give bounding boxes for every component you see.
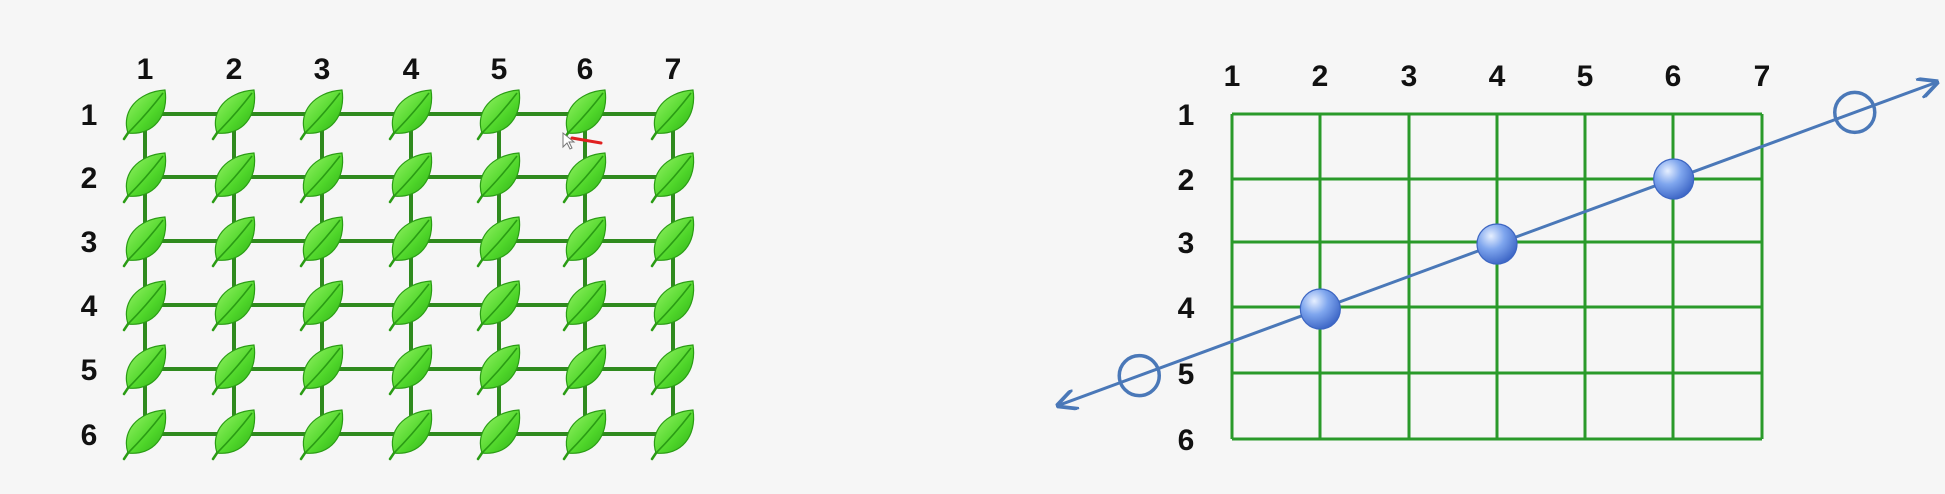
leaf-icon [211, 152, 256, 204]
lattice-column-label: 2 [226, 53, 243, 86]
grid-column-label: 1 [1224, 60, 1241, 93]
leaf-icon [211, 89, 256, 141]
grid-row-label: 4 [1178, 292, 1195, 325]
grid-row-label: 1 [1178, 99, 1195, 132]
lattice-column-label: 4 [403, 53, 420, 86]
lattice-column-label: 1 [137, 53, 154, 86]
pointer-cursor-icon [562, 131, 603, 150]
lattice-column-label: 7 [665, 53, 682, 86]
leaf-icon [650, 280, 695, 332]
leaf-icon [562, 344, 607, 396]
grid-column-label: 6 [1665, 60, 1682, 93]
leaf-icon [476, 152, 521, 204]
leaf-lattice-diagram: 1 2 3 4 5 6 7 1 2 3 4 5 6 [81, 53, 695, 461]
grid-row-label: 3 [1178, 227, 1195, 260]
leaf-icon [562, 216, 607, 268]
lattice-row-labels: 1 2 3 4 5 6 [81, 99, 98, 452]
leaf-icon [122, 280, 167, 332]
lattice-column-label: 6 [577, 53, 594, 86]
leaf-icon [211, 216, 256, 268]
leaf-icon [299, 409, 344, 461]
grid-row-labels: 1 2 3 4 5 6 [1178, 99, 1195, 457]
lattice-row-label: 5 [81, 354, 98, 387]
leaf-icon [650, 409, 695, 461]
leaf-icon [650, 152, 695, 204]
grid-row-label: 2 [1178, 164, 1195, 197]
grid-column-label: 3 [1401, 60, 1418, 93]
leaf-icon [650, 344, 695, 396]
leaf-icon [476, 216, 521, 268]
leaf-icon [562, 89, 607, 141]
leaf-icon [562, 152, 607, 204]
leaf-icon [562, 409, 607, 461]
leaf-icon [476, 280, 521, 332]
leaf-icon [388, 216, 433, 268]
leaf-icon [650, 216, 695, 268]
filled-point-marker [1476, 223, 1518, 265]
lattice-row-label: 4 [81, 290, 98, 323]
leaf-icon [299, 216, 344, 268]
leaf-icon [388, 280, 433, 332]
grid-column-label: 5 [1577, 60, 1594, 93]
leaf-icon [476, 344, 521, 396]
leaf-icon [476, 409, 521, 461]
leaf-icon [299, 152, 344, 204]
leaf-icon [299, 89, 344, 141]
leaf-icon [211, 344, 256, 396]
lattice-row-label: 1 [81, 99, 98, 132]
leaf-icon [211, 280, 256, 332]
leaf-icon [388, 344, 433, 396]
open-point-marker [1833, 90, 1877, 135]
lattice-nodes [122, 89, 695, 461]
leaf-icon [122, 216, 167, 268]
leaf-icon [299, 280, 344, 332]
lattice-row-label: 3 [81, 226, 98, 259]
leaf-icon [122, 344, 167, 396]
leaf-icon [476, 89, 521, 141]
filled-point-marker [1299, 288, 1341, 330]
filled-point-marker [1653, 158, 1695, 200]
grid-row-label: 5 [1178, 358, 1195, 391]
leaf-icon [122, 409, 167, 461]
grid-column-label: 4 [1489, 60, 1506, 93]
lattice-row-label: 6 [81, 419, 98, 452]
leaf-icon [388, 89, 433, 141]
leaf-icon [650, 89, 695, 141]
lattice-row-label: 2 [81, 162, 98, 195]
grid-line-diagram: 1 2 3 4 5 6 7 1 2 3 4 5 6 [1060, 60, 1935, 457]
leaf-icon [299, 344, 344, 396]
leaf-icon [211, 409, 256, 461]
lattice-column-labels: 1 2 3 4 5 6 7 [137, 53, 682, 86]
line-points [1117, 90, 1877, 398]
leaf-icon [388, 409, 433, 461]
leaf-icon [122, 89, 167, 141]
lattice-column-label: 3 [314, 53, 331, 86]
open-point-marker [1117, 353, 1161, 398]
grid-column-label: 2 [1312, 60, 1329, 93]
grid-column-label: 7 [1754, 60, 1771, 93]
lattice-column-label: 5 [491, 53, 508, 86]
leaf-icon [562, 280, 607, 332]
leaf-icon [388, 152, 433, 204]
leaf-icon [122, 152, 167, 204]
grid-column-labels: 1 2 3 4 5 6 7 [1224, 60, 1771, 93]
grid-row-label: 6 [1178, 424, 1195, 457]
